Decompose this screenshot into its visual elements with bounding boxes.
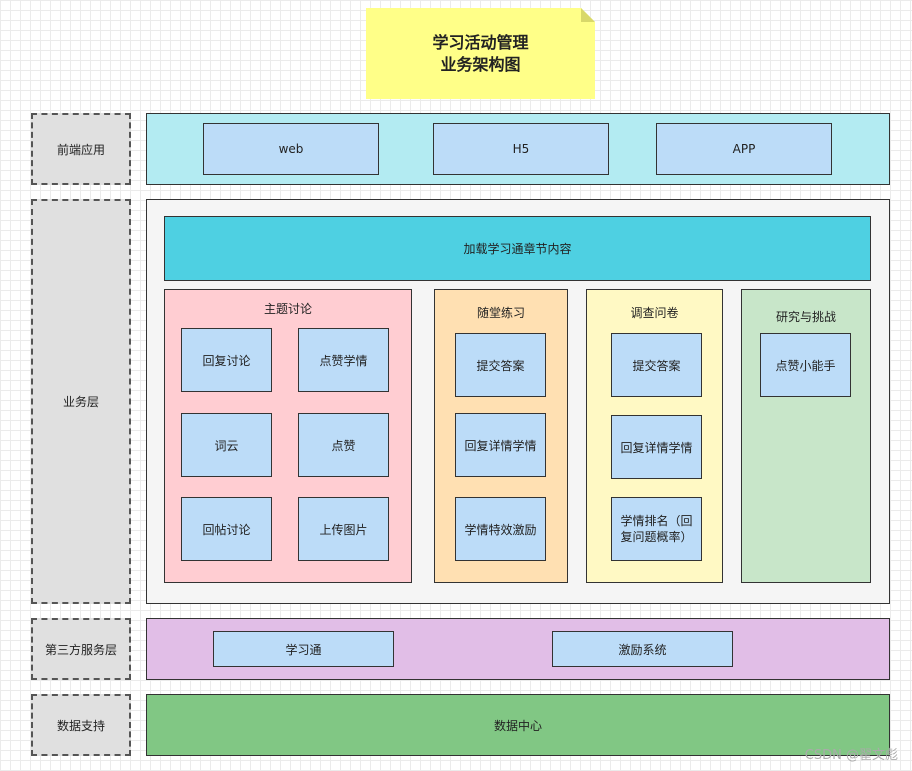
practice-item-effect-incentive: 学情特效激励: [455, 497, 546, 561]
data-layer-label: 数据支持: [31, 694, 131, 756]
frontend-layer-label: 前端应用: [31, 113, 131, 185]
title-line-1: 学习活动管理: [432, 32, 529, 52]
research-item-top-liker: 点赞小能手: [760, 333, 851, 397]
practice-title: 随堂练习: [476, 306, 525, 320]
third-party-incentive-system: 激励系统: [552, 631, 733, 667]
frontend-app: APP: [656, 123, 832, 175]
topic-item-like: 点赞: [298, 413, 389, 477]
load-chapter-banner: 加载学习通章节内容: [164, 216, 871, 281]
survey-item-ranking: 学情排名（回复问题概率）: [611, 497, 702, 561]
topic-item-word-cloud: 词云: [181, 413, 272, 477]
title-line-2: 业务架构图: [440, 54, 521, 74]
topic-discussion-title: 主题讨论: [263, 302, 312, 316]
third-party-xuexitong: 学习通: [213, 631, 394, 667]
note-fold-corner: [581, 8, 595, 22]
topic-item-reply: 回复讨论: [181, 328, 272, 392]
survey-item-submit: 提交答案: [611, 333, 702, 397]
frontend-h5: H5: [433, 123, 609, 175]
topic-item-post-reply: 回帖讨论: [181, 497, 272, 561]
survey-title: 调查问卷: [630, 306, 679, 320]
practice-item-submit: 提交答案: [455, 333, 546, 397]
research-title: 研究与挑战: [775, 310, 836, 324]
survey-item-reply-detail: 回复详情学情: [611, 415, 702, 479]
data-center-layer: 数据中心: [146, 694, 890, 756]
third-party-layer-label: 第三方服务层: [31, 618, 131, 680]
business-layer-label: 业务层: [31, 199, 131, 604]
topic-item-like-status: 点赞学情: [298, 328, 389, 392]
diagram-title-note: 学习活动管理 业务架构图: [366, 8, 595, 99]
csdn-watermark: CSDN @翟文彪: [804, 748, 898, 763]
topic-item-upload-image: 上传图片: [298, 497, 389, 561]
frontend-web: web: [203, 123, 379, 175]
practice-item-reply-detail: 回复详情学情: [455, 413, 546, 477]
